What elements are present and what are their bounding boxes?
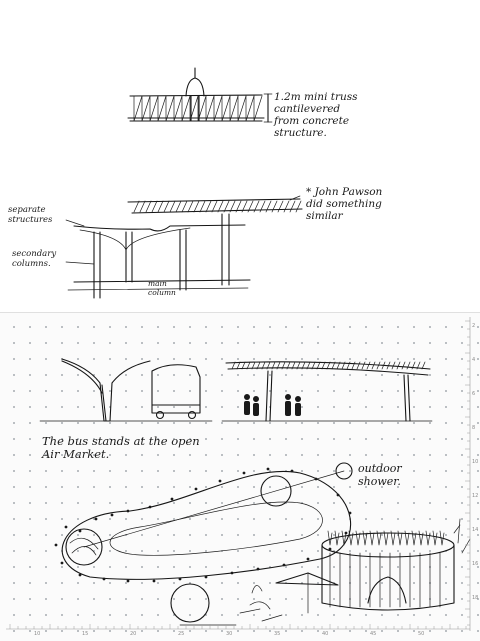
ruler-right-number: 8 bbox=[472, 425, 476, 431]
structure-section bbox=[65, 195, 303, 299]
ruler-right-number: 12 bbox=[472, 493, 479, 499]
ruler-right-number: 4 bbox=[472, 357, 476, 363]
note-mini-truss: 1.2m mini truss cantilevered from concre… bbox=[274, 91, 358, 140]
mini-truss-elevation bbox=[127, 67, 273, 123]
ruler-bottom-number: 20 bbox=[130, 631, 137, 637]
ruler-bottom-number: 10 bbox=[34, 631, 41, 637]
upper-sketch-sheet: 1.2m mini truss cantilevered from concre… bbox=[0, 0, 480, 312]
label-separate-structures: separate structures bbox=[8, 205, 53, 225]
label-main-column: main column bbox=[148, 279, 176, 297]
ruler-bottom-number: 50 bbox=[418, 631, 425, 637]
ruler-bottom-number: 15 bbox=[82, 631, 89, 637]
ruler-bottom-number: 25 bbox=[178, 631, 185, 637]
bottom-ruler bbox=[6, 624, 470, 630]
people-figures bbox=[244, 394, 301, 416]
label-secondary-columns: secondary columns. bbox=[12, 249, 57, 269]
ruler-bottom-number: 30 bbox=[226, 631, 233, 637]
ruler-right-number: 14 bbox=[472, 527, 479, 533]
note-john-pawson: * John Pawson did something similar bbox=[306, 186, 383, 223]
ruler-right-number: 2 bbox=[472, 323, 476, 329]
right-ruler bbox=[465, 317, 471, 631]
ruler-bottom-number: 45 bbox=[370, 631, 377, 637]
lower-sketch-sheet: The bus stands at the open Air Market. o… bbox=[0, 312, 480, 641]
bus-canopy-elevation bbox=[39, 358, 213, 422]
ruler-right-number: 10 bbox=[472, 459, 479, 465]
ruler-bottom-number: 35 bbox=[274, 631, 281, 637]
market-plan bbox=[54, 462, 353, 623]
umbrellas-plants bbox=[179, 572, 339, 626]
lower-sketch-drawing bbox=[6, 317, 471, 631]
caption-bus-stand: The bus stands at the open Air Market. bbox=[42, 434, 200, 462]
ruler-right-number: 16 bbox=[472, 561, 479, 567]
ruler-right-number: 18 bbox=[472, 595, 479, 601]
ruler-right-number: 6 bbox=[472, 391, 476, 397]
outdoor-shower-structure bbox=[321, 518, 471, 611]
upper-sketch-drawing bbox=[65, 67, 303, 299]
market-canopy-elevation bbox=[221, 361, 433, 422]
label-outdoor-shower: outdoor shower. bbox=[358, 462, 402, 488]
ruler-bottom-number: 40 bbox=[322, 631, 329, 637]
